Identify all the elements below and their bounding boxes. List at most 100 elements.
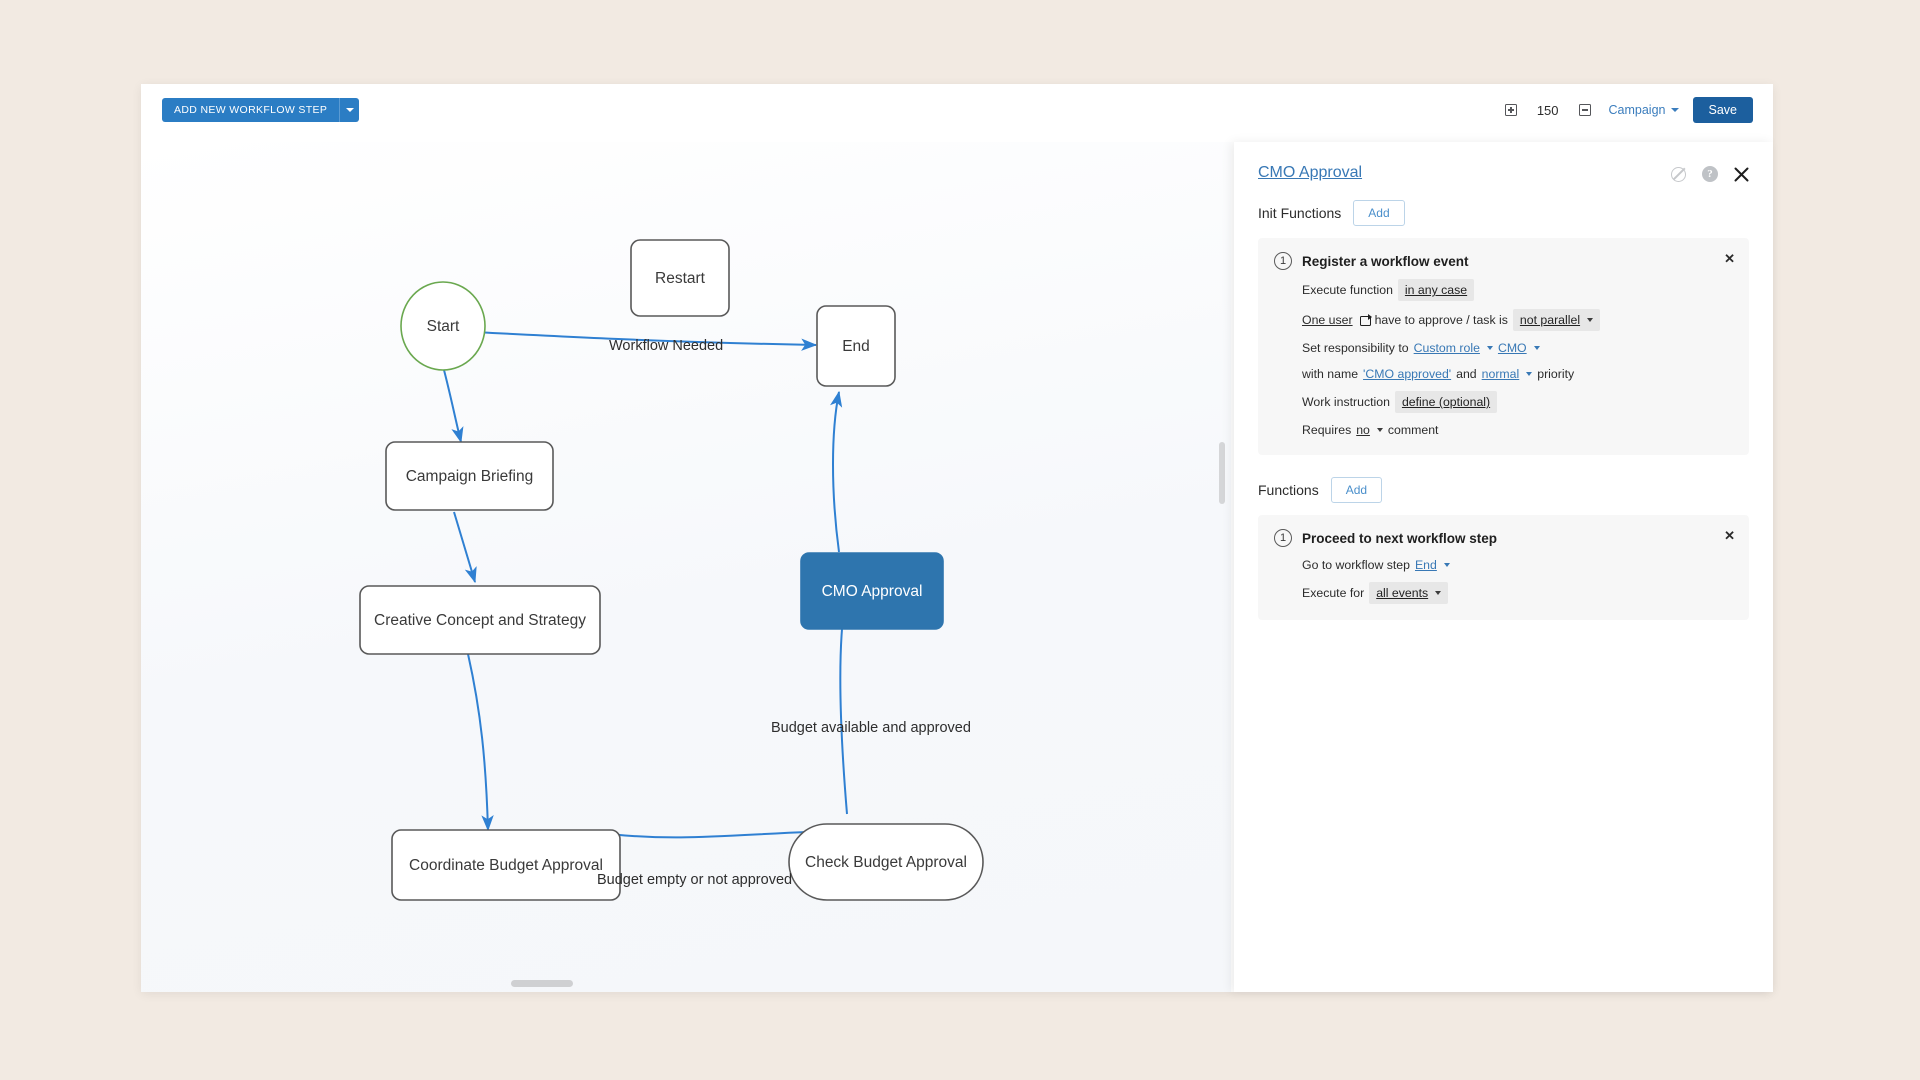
add-new-workflow-step-group: ADD NEW WORKFLOW STEP (162, 98, 360, 122)
chevron-down-icon[interactable] (1526, 371, 1533, 376)
card-title: Proceed to next workflow step (1302, 530, 1498, 546)
node-coordinate-budget-approval (391, 829, 621, 901)
prop-row-approvers: One user have to approve / task is not p… (1302, 309, 1733, 331)
toolbar-right-controls: 150 Campaign Save (1497, 95, 1753, 125)
prop-row-name-and-priority: with name 'CMO approved' and normal prio… (1302, 365, 1733, 383)
close-panel-button[interactable] (1734, 167, 1749, 182)
zoom-out-button[interactable] (1571, 96, 1599, 124)
canvas-horizontal-scrollbar[interactable] (511, 980, 573, 987)
functions-label: Functions (1258, 482, 1319, 498)
workflow-canvas[interactable]: Start Restart End Campaign Briefing Crea… (141, 142, 1231, 992)
parallel-mode-value: not parallel (1519, 313, 1581, 327)
functions-section-header: Functions Add (1258, 477, 1749, 503)
disable-step-button[interactable] (1671, 166, 1686, 182)
edge-start-to-end (473, 331, 818, 351)
chevron-down-icon[interactable] (1533, 345, 1540, 350)
work-instruction-chip[interactable]: define (optional) (1394, 391, 1498, 413)
prop-row-execute-function: Execute function in any case (1302, 279, 1733, 301)
card-number-badge: 1 (1274, 252, 1292, 270)
label-requires: Requires (1302, 423, 1352, 437)
label-comment: comment (1387, 423, 1439, 437)
card-body: Go to workflow step End Execute for all … (1302, 556, 1733, 604)
chevron-down-icon (1670, 108, 1679, 112)
help-icon: ? (1702, 166, 1718, 182)
label-and: and (1456, 367, 1477, 381)
card-number-badge: 1 (1274, 529, 1292, 547)
node-cmo-approval (800, 552, 944, 630)
node-start (400, 281, 486, 371)
requires-comment-link[interactable]: no (1356, 423, 1370, 437)
repeat-icon[interactable] (1359, 313, 1372, 326)
execute-function-chip[interactable]: in any case (1397, 279, 1475, 301)
execute-for-chip[interactable]: all events (1369, 582, 1449, 604)
step-properties-panel: CMO Approval ? Init Functions Add (1234, 142, 1773, 992)
panel-header: CMO Approval ? (1258, 164, 1749, 182)
workflow-diagram (359, 239, 984, 901)
add-new-workflow-step-dropdown-button[interactable] (339, 98, 360, 122)
card-title: Register a workflow event (1302, 253, 1469, 269)
label-with-name: with name (1302, 367, 1359, 381)
save-button[interactable]: Save (1692, 97, 1753, 123)
chevron-down-icon[interactable] (1376, 427, 1383, 432)
node-restart (630, 239, 730, 317)
add-init-function-button[interactable]: Add (1353, 200, 1405, 226)
one-user-link[interactable]: One user (1302, 313, 1353, 327)
node-end (816, 305, 896, 387)
edge-check-to-cmo (835, 608, 849, 815)
goto-step-link[interactable]: End (1414, 558, 1437, 572)
label-priority: priority (1537, 367, 1575, 381)
close-icon (1734, 167, 1749, 181)
help-button[interactable]: ? (1702, 166, 1718, 182)
responsibility-type-link[interactable]: Custom role (1413, 341, 1480, 355)
init-functions-section-header: Init Functions Add (1258, 200, 1749, 226)
remove-function-button[interactable]: ✕ (1724, 528, 1735, 543)
add-function-button[interactable]: Add (1330, 477, 1383, 503)
event-name-link[interactable]: 'CMO approved' (1363, 367, 1452, 381)
zoom-out-icon (1578, 104, 1591, 116)
chevron-down-icon (1587, 317, 1594, 322)
node-campaign-briefing (385, 441, 554, 511)
app-window: ADD NEW WORKFLOW STEP 150 Campaign Save (141, 84, 1773, 992)
card-body: Execute function in any case One user ha… (1302, 279, 1733, 439)
parallel-mode-chip[interactable]: not parallel (1512, 309, 1601, 331)
label-set-responsibility: Set responsibility to (1302, 341, 1409, 355)
label-execute-function: Execute function (1302, 283, 1393, 297)
edge-cmo-to-end (830, 390, 843, 553)
zoom-in-button[interactable] (1497, 96, 1525, 124)
canvas-vertical-scrollbar[interactable] (1219, 442, 1225, 504)
label-work-instruction: Work instruction (1302, 395, 1390, 409)
responsibility-role-link[interactable]: CMO (1497, 341, 1527, 355)
prop-row-responsibility: Set responsibility to Custom role CMO (1302, 339, 1733, 357)
work-instruction-value: define (optional) (1401, 395, 1491, 409)
card-header: 1 Proceed to next workflow step (1274, 529, 1733, 547)
chevron-down-icon (345, 108, 354, 112)
zoom-in-icon (1504, 104, 1517, 116)
label-go-to-workflow-step: Go to workflow step (1302, 558, 1410, 572)
prop-row-goto-step: Go to workflow step End (1302, 556, 1733, 574)
no-entry-icon (1671, 166, 1686, 182)
priority-link[interactable]: normal (1481, 367, 1520, 381)
edge-start-to-briefing (443, 369, 464, 444)
edge-creative-to-coord (467, 653, 494, 832)
chevron-down-icon[interactable] (1486, 345, 1493, 350)
panel-title[interactable]: CMO Approval (1258, 164, 1363, 181)
edge-briefing-to-creative (453, 511, 477, 584)
execute-for-value: all events (1376, 586, 1429, 600)
init-function-card: ✕ 1 Register a workflow event Execute fu… (1258, 238, 1749, 455)
remove-init-function-button[interactable]: ✕ (1724, 251, 1735, 266)
function-card: ✕ 1 Proceed to next workflow step Go to … (1258, 515, 1749, 620)
add-new-workflow-step-button[interactable]: ADD NEW WORKFLOW STEP (162, 98, 340, 122)
execute-function-value: in any case (1404, 283, 1468, 297)
panel-header-icons: ? (1671, 166, 1749, 182)
zoom-level-value: 150 (1536, 102, 1559, 118)
label-have-to-approve: have to approve / task is (1374, 313, 1508, 327)
workflow-select[interactable]: Campaign (1609, 103, 1679, 117)
card-header: 1 Register a workflow event (1274, 252, 1733, 270)
workflow-select-label: Campaign (1608, 103, 1666, 117)
chevron-down-icon (1435, 590, 1442, 595)
prop-row-work-instruction: Work instruction define (optional) (1302, 391, 1733, 413)
toolbar: ADD NEW WORKFLOW STEP 150 Campaign Save (141, 84, 1773, 142)
chevron-down-icon[interactable] (1443, 562, 1450, 567)
label-execute-for: Execute for (1302, 586, 1365, 600)
node-check-budget-approval (788, 823, 984, 901)
